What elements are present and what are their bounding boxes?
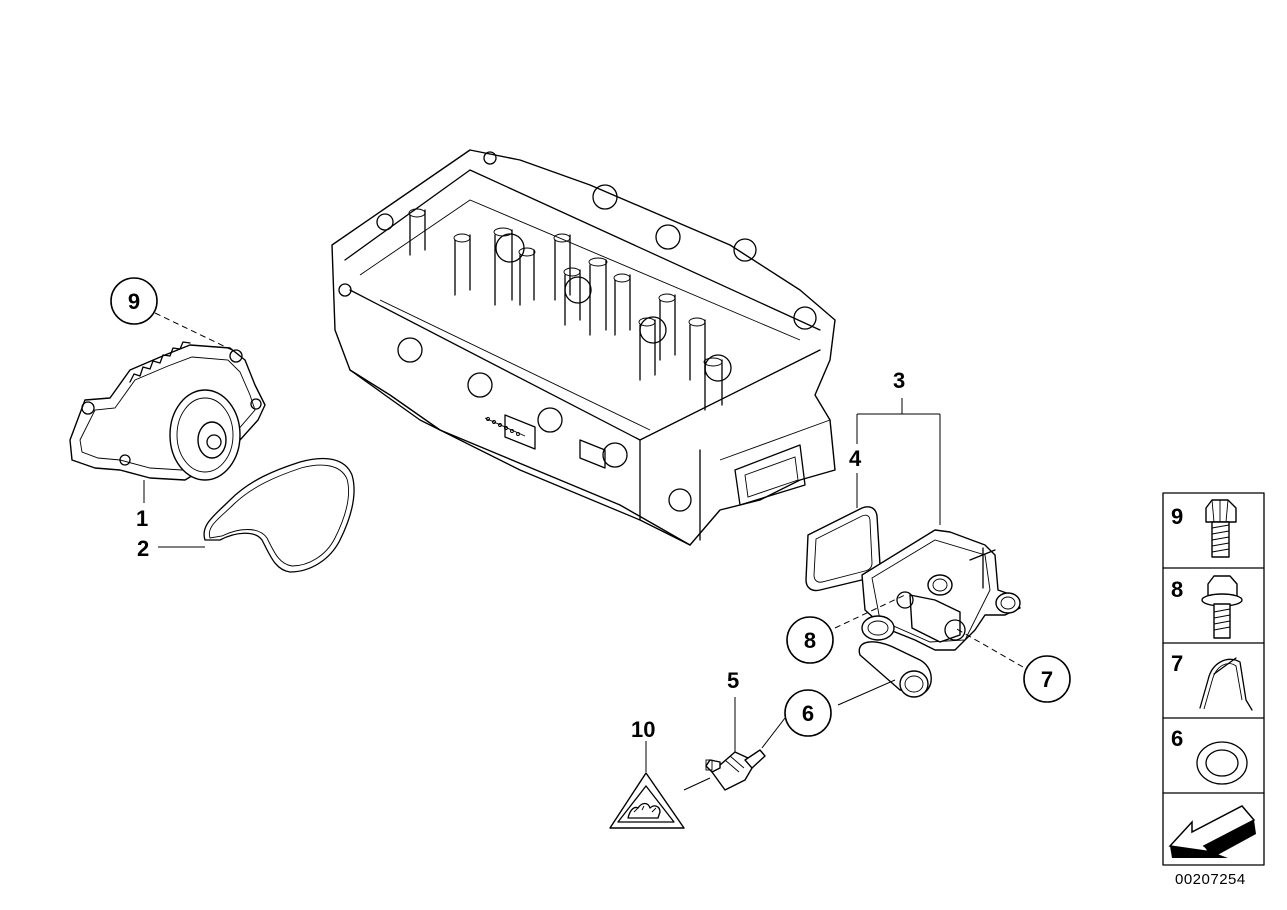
- callout-9: 9: [110, 277, 158, 325]
- legend-label-9: 9: [1171, 504, 1183, 529]
- callout-7: 7: [1023, 655, 1071, 703]
- reference-number: 00207254: [1175, 871, 1246, 888]
- legend-label-6: 6: [1171, 726, 1183, 751]
- svg-text:7: 7: [1041, 667, 1053, 692]
- water-pump-icon: [69, 341, 266, 481]
- cylinder-head-icon: [331, 149, 836, 546]
- svg-text:9: 9: [128, 289, 140, 314]
- legend-label-7: 7: [1171, 651, 1183, 676]
- legend-panel: 9 8 7 6: [1162, 492, 1265, 866]
- svg-text:8: 8: [804, 628, 816, 653]
- label-1: 1: [136, 506, 148, 531]
- label-5: 5: [727, 668, 739, 693]
- gasket-icon: [203, 457, 355, 573]
- gasket-icon: [805, 506, 881, 592]
- callout-6: 6: [784, 689, 832, 737]
- label-10: 10: [631, 717, 655, 742]
- label-4: 4: [849, 446, 862, 471]
- leader-lines: [143, 398, 941, 791]
- bolt-icon: [1205, 499, 1237, 558]
- thermostat-housing-icon: [858, 529, 1021, 698]
- seal-ring-icon: [1196, 741, 1248, 785]
- label-3: 3: [893, 368, 905, 393]
- label-2: 2: [137, 536, 149, 561]
- legend-label-8: 8: [1171, 577, 1183, 602]
- svg-text:6: 6: [802, 701, 814, 726]
- arrow-icon: [1168, 805, 1256, 858]
- clip-icon: [1199, 657, 1253, 711]
- temperature-sensor-icon: [705, 749, 766, 791]
- callout-8: 8: [786, 616, 834, 664]
- dashed-leaders: [154, 312, 1024, 668]
- warning-triangle-icon: [609, 772, 685, 829]
- flange-bolt-icon: [1201, 575, 1243, 639]
